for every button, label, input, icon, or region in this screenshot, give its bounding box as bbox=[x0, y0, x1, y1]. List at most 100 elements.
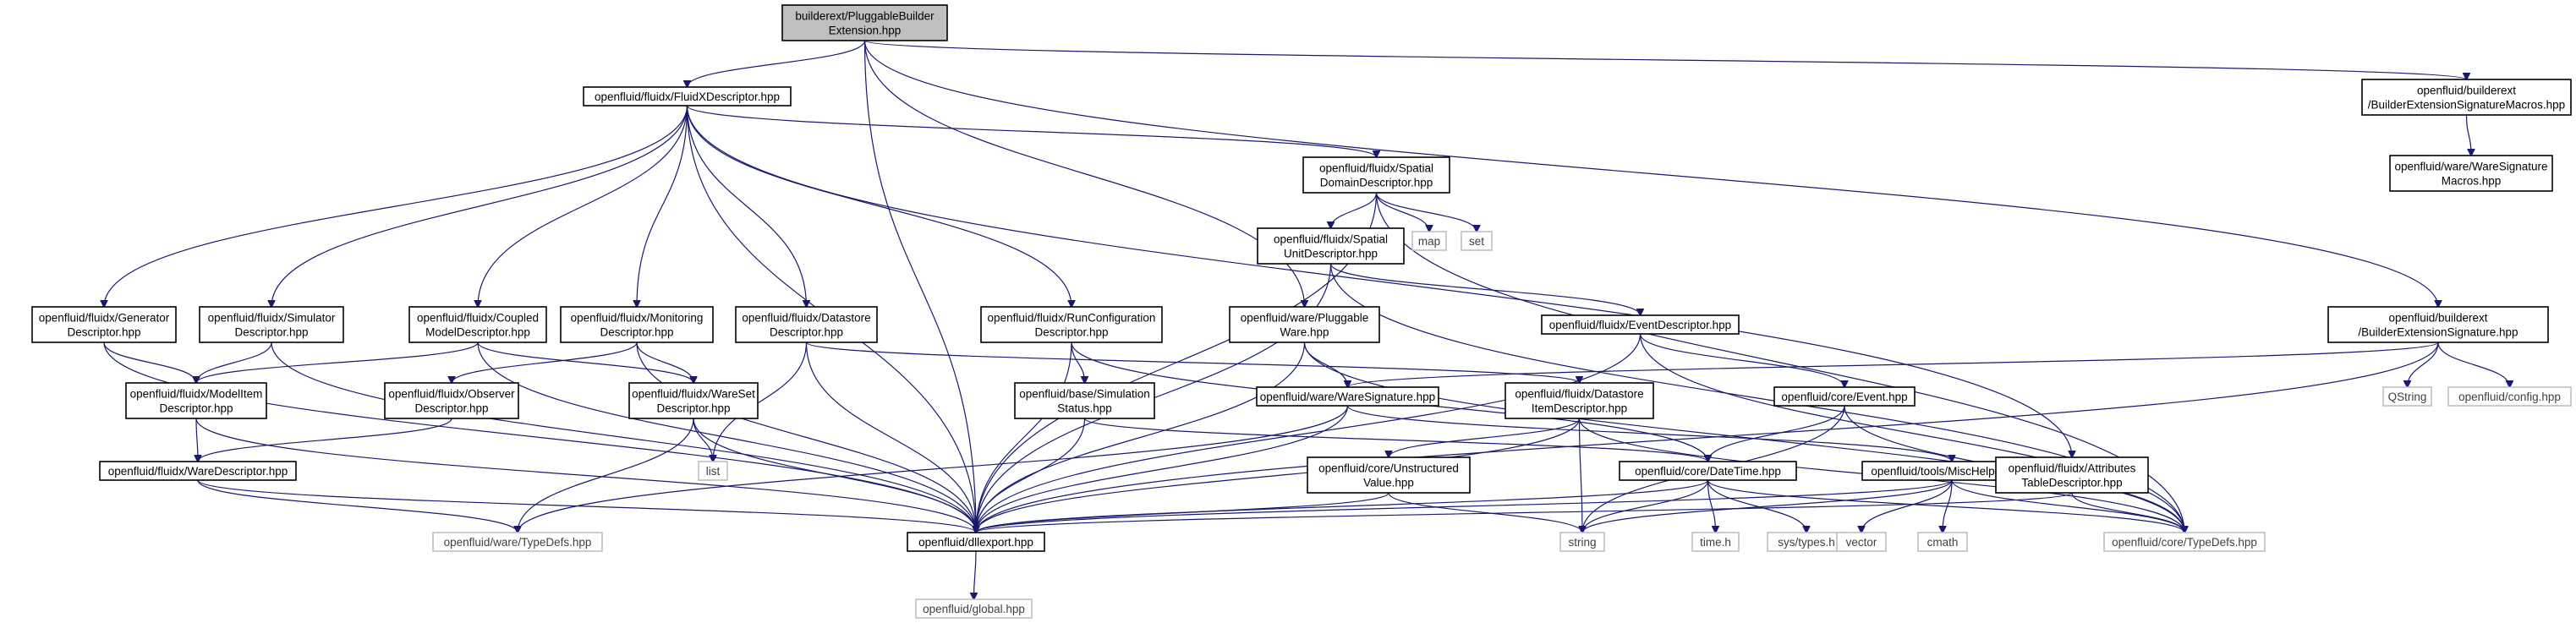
node-label-line: map bbox=[1418, 235, 1440, 248]
node-label-line: openfluid/builderext bbox=[2417, 85, 2516, 97]
node-sig-macros[interactable]: openfluid/builderext/BuilderExtensionSig… bbox=[2361, 79, 2572, 116]
edge-root-to-dllexport bbox=[863, 40, 977, 533]
node-label-line: openfluid/fluidx/Coupled bbox=[417, 312, 539, 325]
node-label-line: openfluid/base/Simulation bbox=[1019, 388, 1150, 401]
node-label-line: Value.hpp bbox=[1363, 477, 1414, 489]
edge-datastore_item-to-unstructured bbox=[1389, 418, 1581, 457]
node-core-event[interactable]: openfluid/core/Event.hpp bbox=[1773, 386, 1916, 407]
edge-attributes_table-to-dllexport bbox=[976, 492, 2073, 533]
node-systypes[interactable]: sys/types.h bbox=[1767, 532, 1846, 552]
node-box bbox=[1619, 461, 1797, 481]
edge-builder_sig-to-qstring bbox=[2408, 342, 2439, 387]
edge-generator-to-dllexport bbox=[103, 342, 976, 533]
node-label-line: openfluid/fluidx/Attributes bbox=[2009, 462, 2136, 475]
node-ware-typedefs[interactable]: openfluid/ware/TypeDefs.hpp bbox=[432, 532, 603, 552]
node-label-line: /BuilderExtensionSignature.hpp bbox=[2358, 326, 2518, 339]
node-label-line: TableDescriptor.hpp bbox=[2021, 477, 2122, 489]
node-label-line: openfluid/global.hpp bbox=[923, 603, 1025, 615]
node-set[interactable]: set bbox=[1461, 231, 1493, 251]
edge-fluidx_desc-to-runconfig bbox=[686, 105, 1072, 307]
edge-ware_signature-to-ware_typedefs bbox=[518, 405, 1349, 533]
node-label-line: openfluid/fluidx/Spatial bbox=[1319, 162, 1433, 175]
edge-datastore-to-list bbox=[713, 342, 808, 462]
node-box bbox=[99, 461, 297, 481]
node-box bbox=[2103, 532, 2266, 552]
node-datetime[interactable]: openfluid/core/DateTime.hpp bbox=[1619, 461, 1797, 481]
edge-ware_desc-to-ware_typedefs bbox=[197, 479, 518, 533]
edge-datetime-to-timeh bbox=[1707, 479, 1716, 533]
node-ware-desc[interactable]: openfluid/fluidx/WareDescriptor.hpp bbox=[99, 461, 297, 481]
node-box bbox=[1256, 386, 1439, 407]
node-core-typedefs[interactable]: openfluid/core/TypeDefs.hpp bbox=[2103, 532, 2266, 552]
node-box bbox=[1461, 231, 1493, 251]
node-coupled[interactable]: openfluid/fluidx/CoupledModelDescriptor.… bbox=[408, 306, 547, 343]
node-label-line: builderext/PluggableBuilder bbox=[795, 10, 934, 23]
node-monitoring[interactable]: openfluid/fluidx/MonitoringDescriptor.hp… bbox=[560, 306, 714, 343]
node-global[interactable]: openfluid/global.hpp bbox=[915, 598, 1033, 619]
edge-datastore_item-to-string bbox=[1580, 418, 1583, 533]
node-label-line: Extension.hpp bbox=[829, 25, 902, 37]
node-box bbox=[735, 306, 878, 343]
node-label-line: openfluid/fluidx/Datastore bbox=[742, 312, 870, 325]
node-label-line: Descriptor.hpp bbox=[414, 402, 488, 415]
edge-monitoring-to-wareset bbox=[636, 342, 693, 383]
node-spatial-unit[interactable]: openfluid/fluidx/SpatialUnitDescriptor.h… bbox=[1257, 227, 1405, 265]
node-string[interactable]: string bbox=[1559, 532, 1605, 552]
node-vector[interactable]: vector bbox=[1836, 532, 1887, 552]
node-label-line: openfluid/fluidx/WareSet bbox=[632, 388, 755, 401]
node-box bbox=[907, 532, 1045, 552]
node-config[interactable]: openfluid/config.hpp bbox=[2447, 386, 2572, 407]
node-ware-signature[interactable]: openfluid/ware/WareSignature.hpp bbox=[1256, 386, 1439, 407]
node-label-line: openfluid/ware/WareSignature bbox=[2394, 161, 2547, 173]
node-label-line: Descriptor.hpp bbox=[159, 402, 233, 415]
node-box bbox=[1836, 532, 1887, 552]
edge-pluggable_ware-to-core_typedefs bbox=[1303, 342, 2185, 533]
node-label-line: Status.hpp bbox=[1057, 402, 1112, 415]
node-box bbox=[408, 306, 547, 343]
node-box bbox=[1411, 231, 1447, 251]
node-fluidx-desc[interactable]: openfluid/fluidx/FluidXDescriptor.hpp bbox=[583, 86, 792, 107]
node-map[interactable]: map bbox=[1411, 231, 1447, 251]
node-runconfig[interactable]: openfluid/fluidx/RunConfigurationDescrip… bbox=[980, 306, 1163, 343]
edge-observer-to-ware_desc bbox=[198, 418, 452, 462]
node-attributes-table[interactable]: openfluid/fluidx/AttributesTableDescript… bbox=[1995, 456, 2149, 494]
edge-event_desc-to-dllexport bbox=[976, 333, 1642, 533]
node-label-line: openfluid/ware/TypeDefs.hpp bbox=[444, 536, 592, 549]
edge-coupled-to-modelitem bbox=[196, 342, 479, 383]
node-cmath[interactable]: cmath bbox=[1917, 532, 1968, 552]
edge-datastore-to-datastore_item bbox=[805, 342, 1580, 383]
node-label-line: QString bbox=[2388, 391, 2427, 403]
edge-ware_signature-to-dllexport bbox=[976, 405, 1349, 533]
node-box bbox=[698, 461, 728, 481]
node-box bbox=[1559, 532, 1605, 552]
node-timeh[interactable]: time.h bbox=[1691, 532, 1740, 552]
edge-fluidx_desc-to-spatial_domain bbox=[686, 105, 1377, 157]
node-label-line: openfluid/fluidx/ModelItem bbox=[130, 388, 263, 401]
edge-wareset-to-dllexport bbox=[693, 418, 976, 533]
node-label-line: openfluid/config.hpp bbox=[2458, 391, 2561, 403]
node-label-line: openfluid/fluidx/WareDescriptor.hpp bbox=[108, 465, 288, 478]
node-qstring[interactable]: QString bbox=[2382, 386, 2432, 407]
edge-spatial_unit-to-event_desc bbox=[1329, 263, 1641, 315]
node-datastore-item[interactable]: openfluid/fluidx/DatastoreItemDescriptor… bbox=[1504, 382, 1654, 419]
node-spatial-domain[interactable]: openfluid/fluidx/SpatialDomainDescriptor… bbox=[1302, 156, 1450, 194]
node-label-line: string bbox=[1568, 536, 1596, 549]
node-builder-sig[interactable]: openfluid/builderext/BuilderExtensionSig… bbox=[2327, 306, 2549, 343]
node-event-desc[interactable]: openfluid/fluidx/EventDescriptor.hpp bbox=[1541, 314, 1740, 335]
node-label-line: openfluid/builderext bbox=[2388, 312, 2487, 325]
node-list[interactable]: list bbox=[698, 461, 728, 481]
node-dllexport[interactable]: openfluid/dllexport.hpp bbox=[907, 532, 1045, 552]
edge-ware_desc-to-dllexport bbox=[197, 479, 976, 533]
